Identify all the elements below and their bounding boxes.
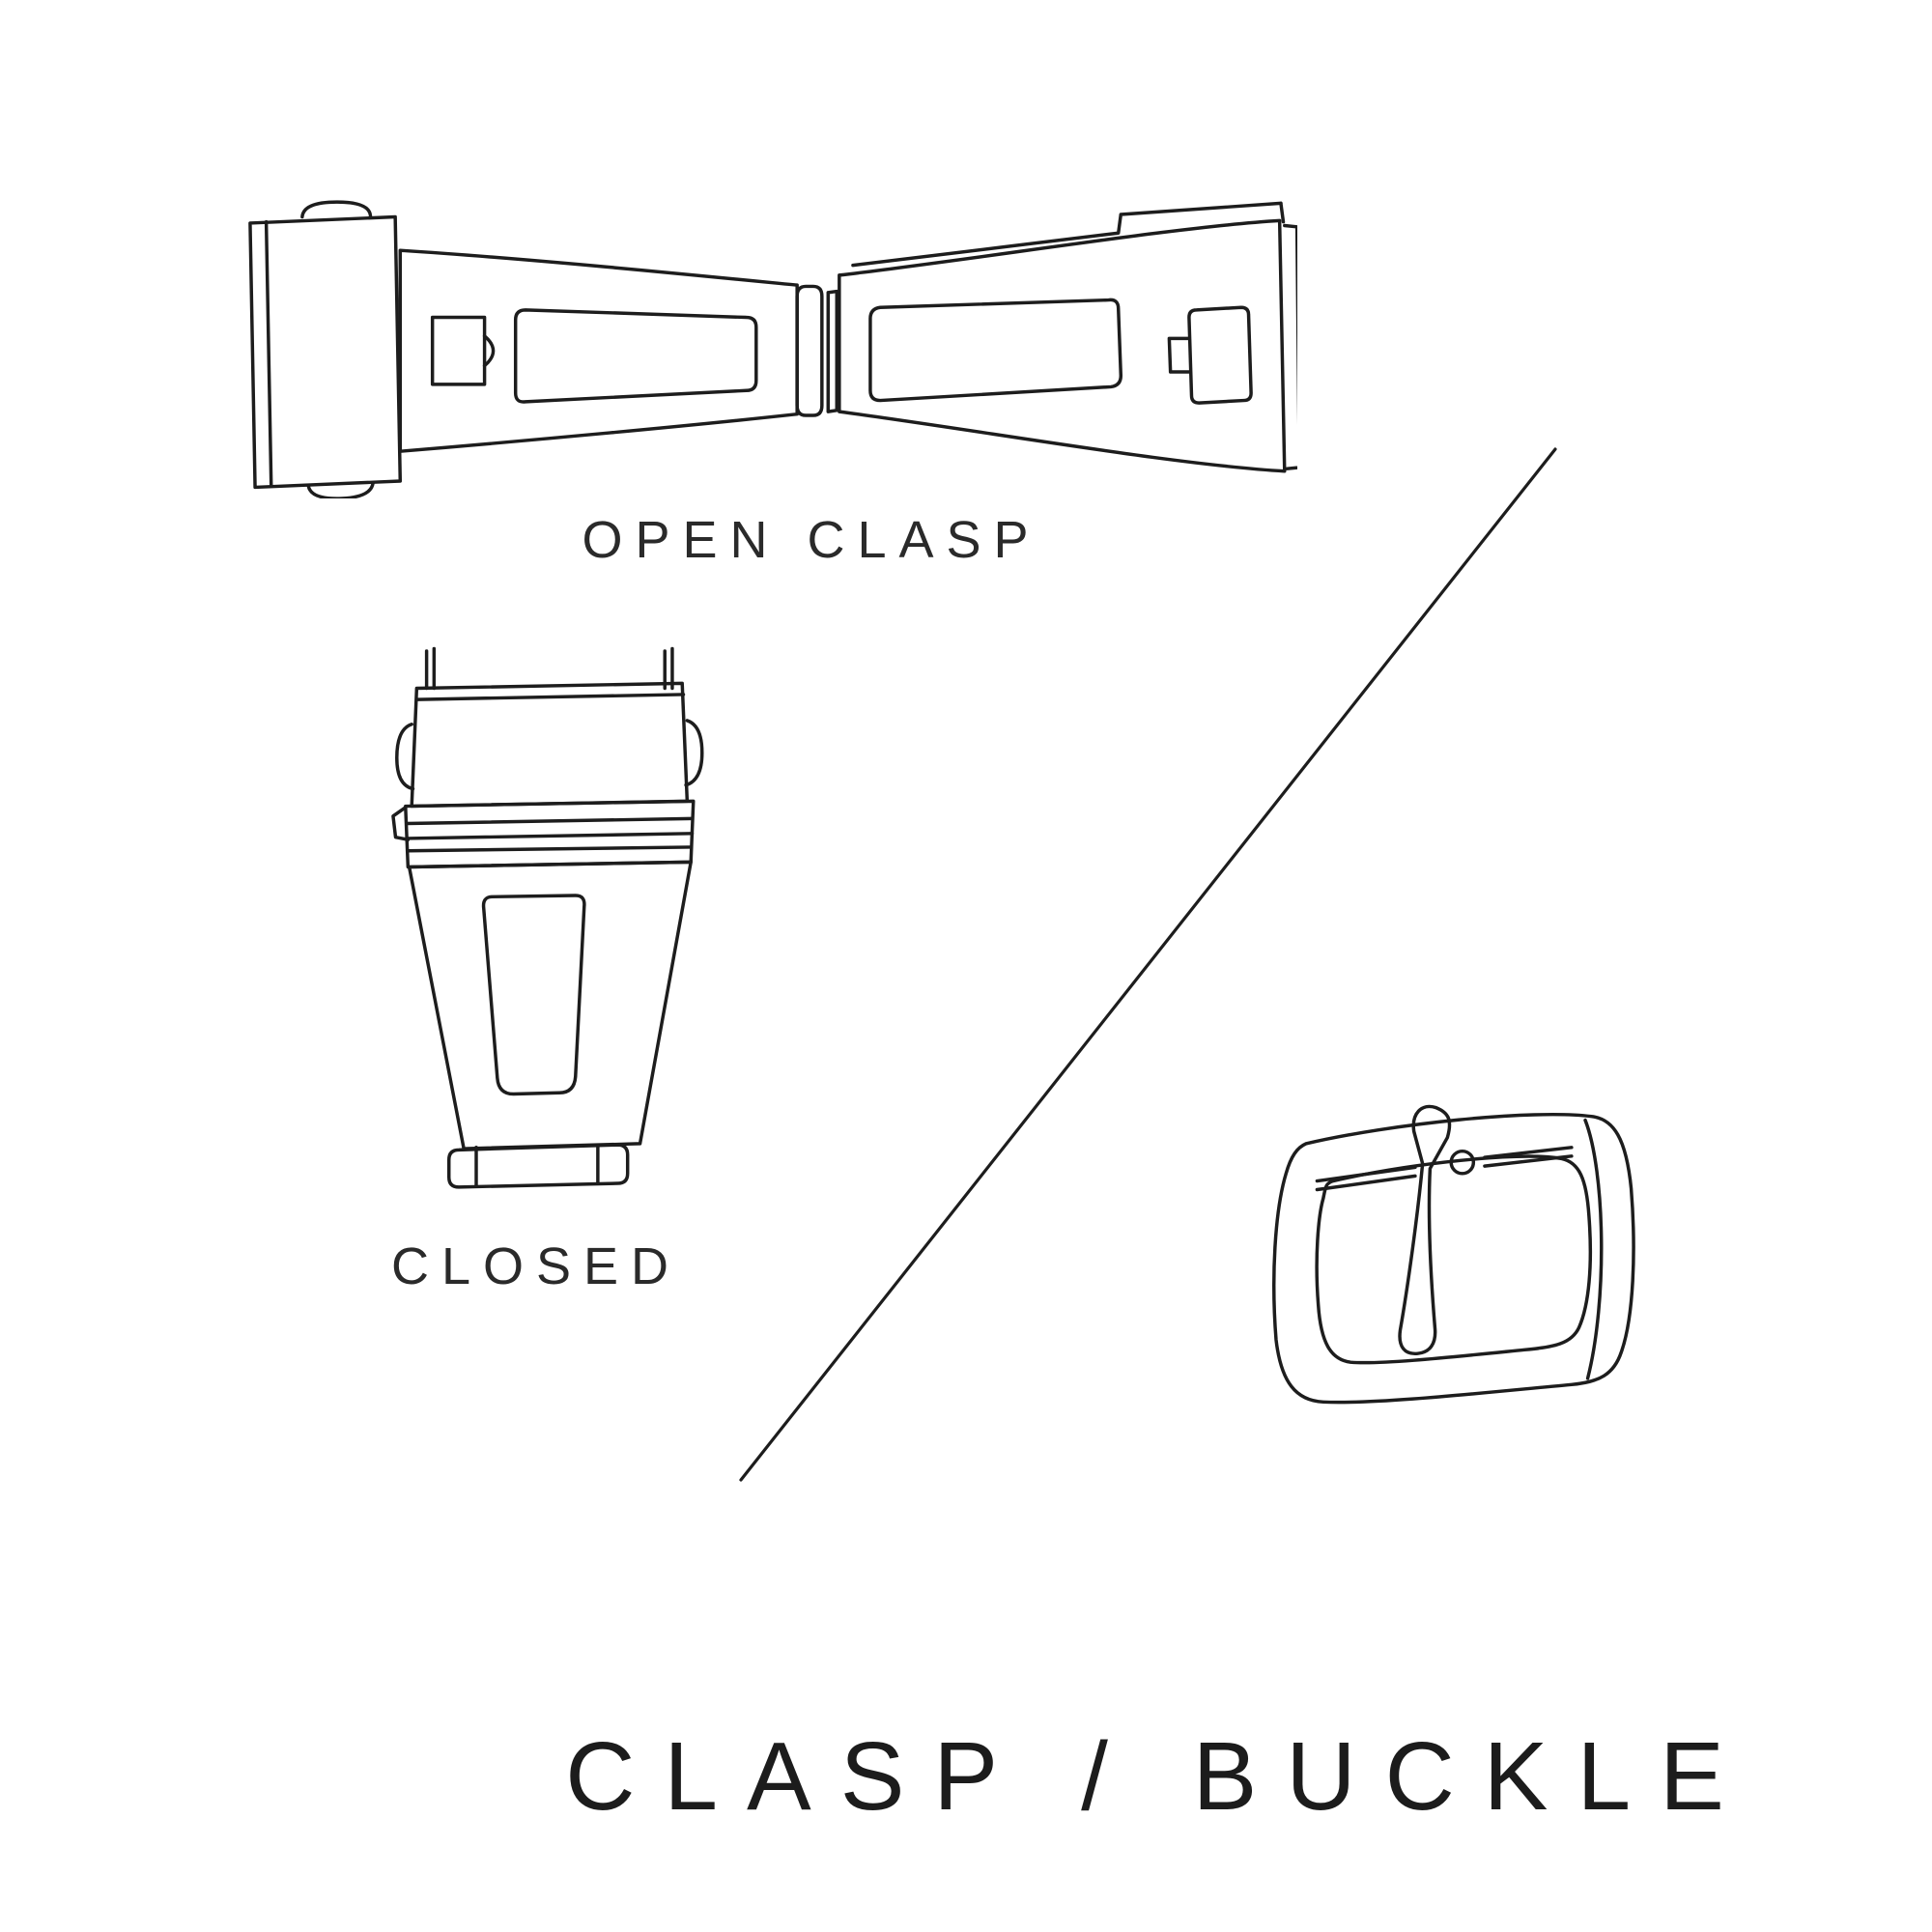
closed-clasp-prongs — [424, 646, 674, 691]
pin-buckle-illustration — [1272, 1104, 1635, 1405]
diagram-title: CLASP / BUCKLE — [565, 1722, 1753, 1831]
closed-clasp-base — [447, 1143, 630, 1189]
closed-clasp-label: CLOSED — [390, 1237, 682, 1295]
closed-clasp-bands — [391, 799, 696, 869]
open-clasp-label: OPEN CLASP — [582, 511, 1041, 569]
open-clasp-left-arm — [398, 248, 799, 453]
open-clasp-left-cover — [248, 200, 403, 498]
open-clasp-hinge — [795, 284, 838, 417]
divider-line — [739, 447, 1557, 1482]
closed-clasp-illustration — [391, 646, 704, 1189]
open-clasp-right-arm — [838, 201, 1297, 473]
open-clasp-illustration — [248, 200, 1297, 498]
closed-clasp-top-block — [395, 681, 704, 809]
closed-clasp-body — [407, 860, 693, 1151]
buckle-pin — [1315, 1104, 1574, 1355]
